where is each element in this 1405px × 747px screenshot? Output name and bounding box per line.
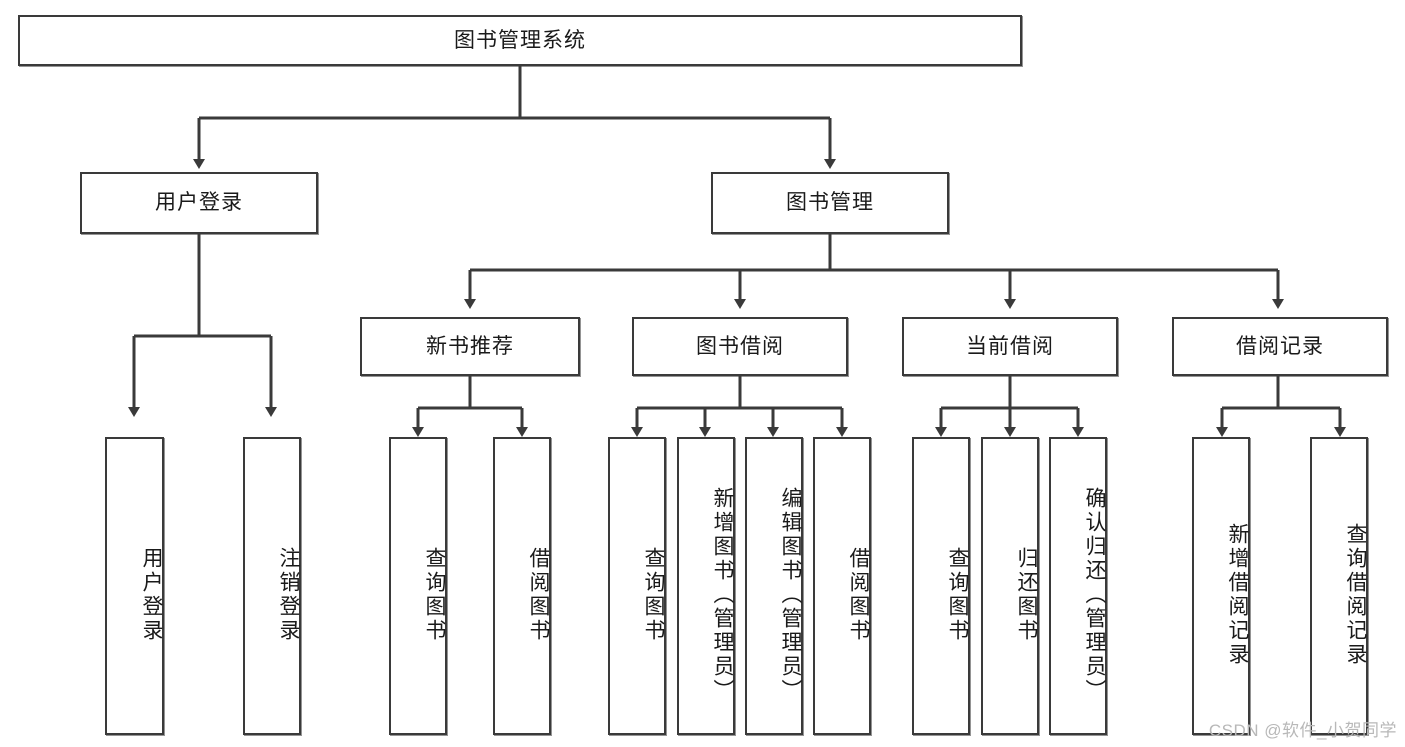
node-leaf-borrow-book-recommend[interactable]: 借阅图书 xyxy=(493,437,551,735)
node-leaf-confirm-return-admin-label: 确认归还（管理员） xyxy=(1083,487,1106,703)
node-current-borrow[interactable]: 当前借阅 xyxy=(902,317,1118,376)
watermark-text: CSDN @软件_小贺同学 xyxy=(1208,721,1397,740)
node-leaf-query-book-borrow[interactable]: 查询图书 xyxy=(608,437,666,735)
node-borrow-record[interactable]: 借阅记录 xyxy=(1172,317,1388,376)
node-leaf-user-login[interactable]: 用户登录 xyxy=(105,437,164,735)
node-new-book-recommend[interactable]: 新书推荐 xyxy=(360,317,580,376)
node-leaf-add-borrow-record-label: 新增借阅记录 xyxy=(1226,523,1249,667)
node-leaf-query-book-recommend[interactable]: 查询图书 xyxy=(389,437,447,735)
node-root-system[interactable]: 图书管理系统 xyxy=(18,15,1022,66)
node-leaf-logout-label: 注销登录 xyxy=(277,547,300,643)
node-leaf-user-login-label: 用户登录 xyxy=(140,547,163,643)
node-leaf-query-borrow-record-label: 查询借阅记录 xyxy=(1344,523,1367,667)
node-leaf-add-book-admin[interactable]: 新增图书（管理员） xyxy=(677,437,735,735)
node-leaf-edit-book-admin[interactable]: 编辑图书（管理员） xyxy=(745,437,803,735)
node-user-login[interactable]: 用户登录 xyxy=(80,172,318,234)
node-book-borrow[interactable]: 图书借阅 xyxy=(632,317,848,376)
node-leaf-borrow-book-label: 借阅图书 xyxy=(847,547,870,643)
node-leaf-return-book[interactable]: 归还图书 xyxy=(981,437,1039,735)
node-new-book-recommend-label: 新书推荐 xyxy=(426,334,514,358)
node-user-login-label: 用户登录 xyxy=(155,191,243,215)
node-leaf-borrow-book[interactable]: 借阅图书 xyxy=(813,437,871,735)
node-book-management-label: 图书管理 xyxy=(786,191,874,215)
node-leaf-query-book-current-label: 查询图书 xyxy=(946,547,969,643)
node-leaf-edit-book-admin-label: 编辑图书（管理员） xyxy=(779,487,802,703)
node-leaf-query-book-borrow-label: 查询图书 xyxy=(642,547,665,643)
node-leaf-add-borrow-record[interactable]: 新增借阅记录 xyxy=(1192,437,1250,735)
node-book-management[interactable]: 图书管理 xyxy=(711,172,949,234)
node-leaf-query-book-current[interactable]: 查询图书 xyxy=(912,437,970,735)
node-leaf-confirm-return-admin[interactable]: 确认归还（管理员） xyxy=(1049,437,1107,735)
node-leaf-add-book-admin-label: 新增图书（管理员） xyxy=(711,487,734,703)
node-current-borrow-label: 当前借阅 xyxy=(966,334,1054,358)
node-borrow-record-label: 借阅记录 xyxy=(1236,334,1324,358)
node-book-borrow-label: 图书借阅 xyxy=(696,334,784,358)
node-leaf-return-book-label: 归还图书 xyxy=(1015,547,1038,643)
node-leaf-query-book-recommend-label: 查询图书 xyxy=(423,547,446,643)
node-leaf-query-borrow-record[interactable]: 查询借阅记录 xyxy=(1310,437,1368,735)
node-root-system-label: 图书管理系统 xyxy=(454,28,586,52)
node-leaf-borrow-book-recommend-label: 借阅图书 xyxy=(527,547,550,643)
node-leaf-logout[interactable]: 注销登录 xyxy=(243,437,301,735)
